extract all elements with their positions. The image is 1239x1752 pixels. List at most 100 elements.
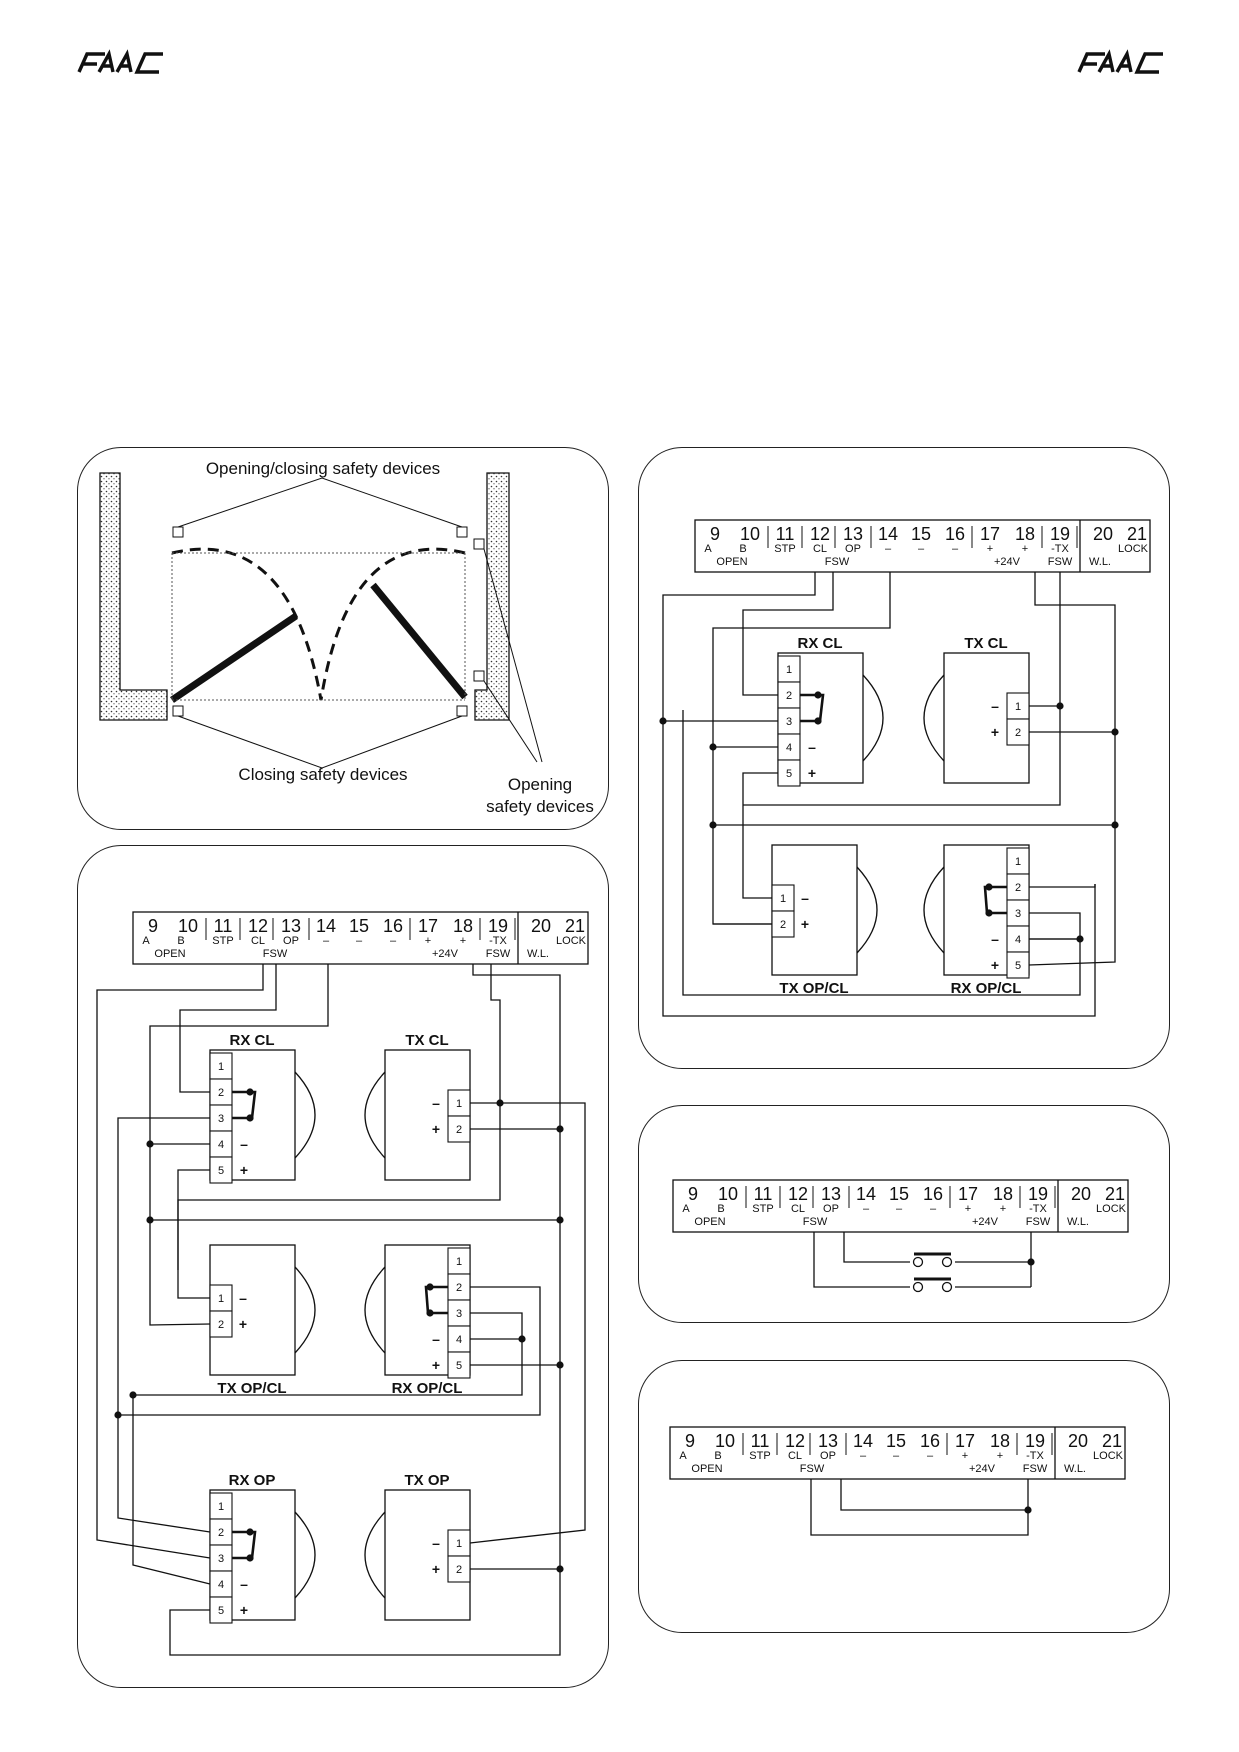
p2-rx-opcl-title: RX OP/CL <box>392 1380 463 1397</box>
terminal-11-label: STP <box>752 1203 773 1215</box>
junction-dot <box>556 1361 564 1369</box>
terminal-19-label: -TX <box>1051 543 1069 555</box>
group-wl-label: W.L. <box>1089 556 1111 568</box>
p3-rx-cl-pin-3-label: 3 <box>786 716 792 728</box>
terminal-16-label: – <box>930 1203 937 1215</box>
terminal-19-number: 19 <box>488 916 508 936</box>
p3-tx-opcl-pin-1-label: 1 <box>780 893 786 905</box>
group-open-label: OPEN <box>154 948 185 960</box>
terminal-17-label: + <box>425 935 431 947</box>
terminal-21-label: LOCK <box>1093 1450 1124 1462</box>
junction-dot <box>1056 702 1064 710</box>
p2-rx-opcl-pin-4-label: 4 <box>456 1334 462 1346</box>
terminal-18-label: + <box>997 1450 1003 1462</box>
terminal-11-label: STP <box>774 543 795 555</box>
label-opening-closing-safety: Opening/closing safety devices <box>206 459 440 478</box>
p2-tx-opcl-title: TX OP/CL <box>217 1380 286 1397</box>
panel-wiring-no-devices-jumper <box>638 1360 1170 1633</box>
terminal-17-label: + <box>962 1450 968 1462</box>
p2-tx-opcl-minus-sign: – <box>239 1290 247 1306</box>
terminal-10-number: 10 <box>715 1431 735 1451</box>
terminal-14-number: 14 <box>856 1184 876 1204</box>
terminal-11-label: STP <box>212 935 233 947</box>
terminal-17-number: 17 <box>958 1184 978 1204</box>
p2-rx-cl-pin-1-label: 1 <box>218 1061 224 1073</box>
terminal-16-label: – <box>390 935 397 947</box>
photocell-open-lower <box>473 670 485 682</box>
group-fsw-label: FSW <box>486 948 511 960</box>
wire <box>179 964 277 1093</box>
terminal-15-number: 15 <box>911 524 931 544</box>
p2-rx-opcl-nc-contact <box>424 1285 448 1315</box>
p2-rx-opcl-pin-5-label: 5 <box>456 1360 462 1372</box>
junction-dot <box>556 1565 564 1573</box>
p3-tx-cl-pin-2-label: 2 <box>1015 727 1021 739</box>
p3-rx-opcl-plus-sign: + <box>991 957 999 973</box>
terminal-14-label: – <box>860 1450 867 1462</box>
terminal-11-number: 11 <box>776 524 795 544</box>
junction-dot <box>659 717 667 725</box>
p2-rx-cl-title: RX CL <box>230 1032 275 1049</box>
terminal-15-number: 15 <box>886 1431 906 1451</box>
p3-rx-opcl-nc-contact <box>983 885 1007 915</box>
p2-tx-op-plus-sign: + <box>432 1561 440 1577</box>
terminal-16-label: – <box>927 1450 934 1462</box>
p2-rx-opcl-minus-sign: – <box>432 1331 440 1347</box>
nc-contact-terminal <box>912 1281 924 1293</box>
p2-tx-op-lens <box>364 1511 386 1599</box>
p2-tx-op-title: TX OP <box>404 1472 449 1489</box>
terminal-14-number: 14 <box>316 916 336 936</box>
wire <box>149 1220 211 1326</box>
junction-dot <box>1111 728 1119 736</box>
terminal-9-number: 9 <box>710 524 720 544</box>
junction-dot <box>709 743 717 751</box>
terminal-12-label: CL <box>813 543 827 555</box>
left-swing-arc <box>171 547 323 701</box>
label-closing-safety: Closing safety devices <box>238 765 407 784</box>
group-fsw-label: FSW <box>803 1216 828 1228</box>
p2-rx-op-plus-sign: + <box>240 1602 248 1618</box>
junction-dot <box>985 883 993 891</box>
terminal-18-number: 18 <box>453 916 473 936</box>
group-24v-label: +24V <box>432 948 459 960</box>
faac-logo-left-graphic <box>77 49 163 74</box>
p2-rx-opcl-pin-2-label: 2 <box>456 1282 462 1294</box>
p3-tx-cl-pin-1-label: 1 <box>1015 701 1021 713</box>
p2-rx-opcl-plus-sign: + <box>432 1357 440 1373</box>
terminal-21-label: LOCK <box>556 935 587 947</box>
terminal-13-number: 13 <box>281 916 301 936</box>
junction-dot <box>246 1554 254 1562</box>
terminal-10-number: 10 <box>740 524 760 544</box>
terminal-9-label: A <box>704 543 712 555</box>
p2-rx-op-pin-3-label: 3 <box>218 1553 224 1565</box>
terminal-19-label: -TX <box>1029 1203 1047 1215</box>
group-24v-label: +24V <box>969 1463 996 1475</box>
junction-dot <box>129 1391 137 1399</box>
terminal-21-label: LOCK <box>1096 1203 1127 1215</box>
terminal-10-number: 10 <box>718 1184 738 1204</box>
wire <box>662 572 1096 1017</box>
terminal-13-number: 13 <box>843 524 863 544</box>
p3-rx-opcl-minus-sign: – <box>991 931 999 947</box>
terminal-12-number: 12 <box>788 1184 808 1204</box>
junction-dot <box>1024 1506 1032 1514</box>
p2-tx-op-pin-2-label: 2 <box>456 1564 462 1576</box>
p2-rx-op-lens <box>294 1511 316 1599</box>
right-pillar <box>474 472 510 721</box>
terminal-17-label: + <box>965 1203 971 1215</box>
terminal-16-number: 16 <box>383 916 403 936</box>
p3-rx-cl-nc-contact <box>800 693 825 723</box>
terminal-21-label: LOCK <box>1118 543 1149 555</box>
p3-tx-opcl-minus-sign: – <box>801 890 809 906</box>
junction-dot <box>985 909 993 917</box>
terminal-19-label: -TX <box>489 935 507 947</box>
p2-tx-cl-title: TX CL <box>405 1032 448 1049</box>
terminal-9-number: 9 <box>685 1431 695 1451</box>
group-wl-label: W.L. <box>1067 1216 1089 1228</box>
p2-rx-op-nc-contact <box>232 1530 257 1560</box>
wire <box>843 1232 910 1263</box>
p3-rx-opcl-pin-2-label: 2 <box>1015 882 1021 894</box>
terminal-10-label: B <box>714 1450 721 1462</box>
p2-tx-cl-pin-2-label: 2 <box>456 1124 462 1136</box>
group-wl-label: W.L. <box>1064 1463 1086 1475</box>
